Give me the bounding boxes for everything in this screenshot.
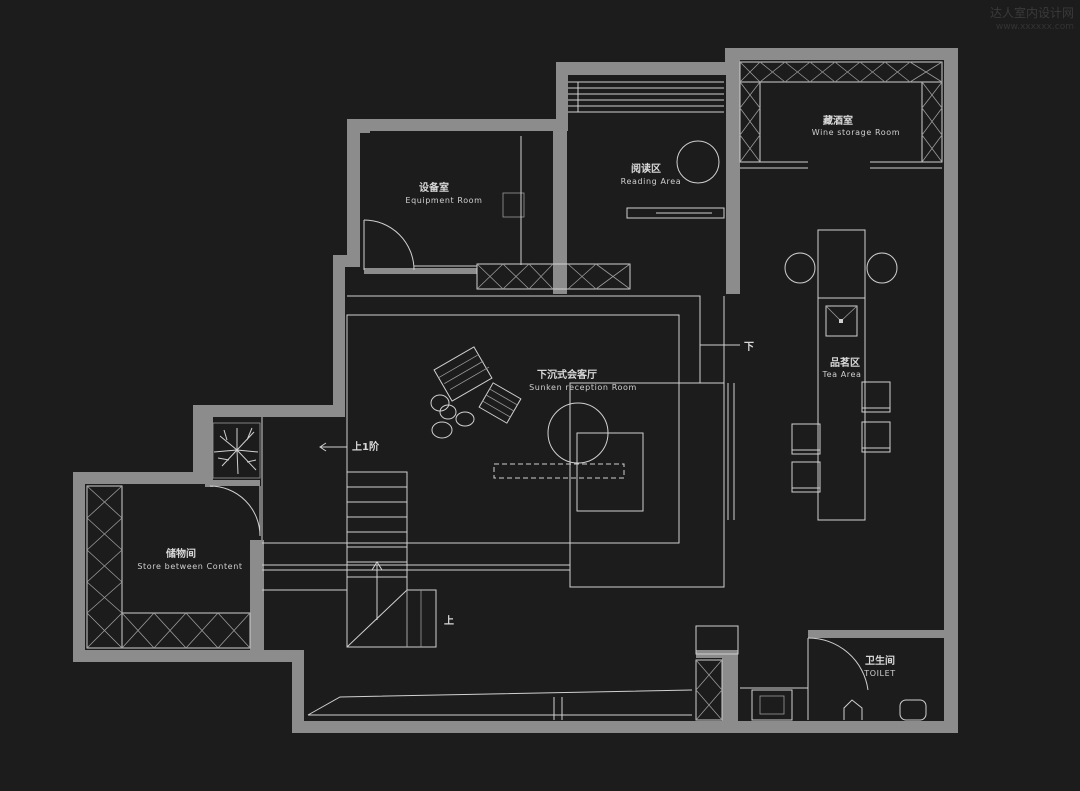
room-equipment-en: Equipment Room bbox=[405, 196, 482, 205]
wine-storage-room bbox=[739, 61, 943, 169]
room-tea-cn: 品茗区 bbox=[830, 356, 860, 369]
watermark-title: 达人室内设计网 bbox=[989, 6, 1074, 20]
watermark: 达人室内设计网 www.xxxxxx.com bbox=[990, 6, 1074, 34]
shelving-unit bbox=[476, 263, 631, 290]
staircase bbox=[346, 471, 437, 648]
room-reading-cn: 阅读区 bbox=[631, 162, 661, 175]
room-wine-cn: 藏酒室 bbox=[823, 114, 853, 127]
marker-up: 上 bbox=[444, 614, 454, 627]
bottom-ramp bbox=[307, 689, 693, 720]
room-reading-en: Reading Area bbox=[621, 177, 682, 186]
room-labels: 设备室 Equipment Room 阅读区 Reading Area 藏酒室 … bbox=[137, 114, 900, 678]
room-sunken-cn: 下沉式会客厅 bbox=[537, 368, 597, 381]
room-sunken-en: Sunken reception Room bbox=[529, 383, 637, 392]
marker-down: 下 bbox=[744, 341, 754, 353]
watermark-url: www.xxxxxx.com bbox=[995, 22, 1074, 32]
sunken-reception-room bbox=[261, 295, 740, 648]
marker-up-one-step: 上1阶 bbox=[352, 440, 380, 453]
equipment-room bbox=[363, 136, 525, 271]
room-toilet-cn: 卫生间 bbox=[865, 654, 895, 667]
lounge-chair bbox=[433, 346, 522, 424]
planter bbox=[212, 422, 261, 479]
tea-area bbox=[784, 229, 898, 521]
room-wine-en: Wine storage Room bbox=[812, 128, 900, 137]
room-toilet-en: TOILET bbox=[863, 669, 896, 678]
toilet-room bbox=[695, 625, 927, 721]
room-store-cn: 储物间 bbox=[165, 547, 196, 560]
room-store-en: Store between Content bbox=[137, 562, 242, 571]
room-tea-en: Tea Area bbox=[821, 370, 861, 379]
reading-area bbox=[476, 81, 725, 290]
exterior-walls bbox=[73, 48, 958, 733]
room-equipment-cn: 设备室 bbox=[419, 181, 449, 194]
store-room bbox=[86, 485, 261, 649]
tea-chairs bbox=[791, 381, 891, 493]
